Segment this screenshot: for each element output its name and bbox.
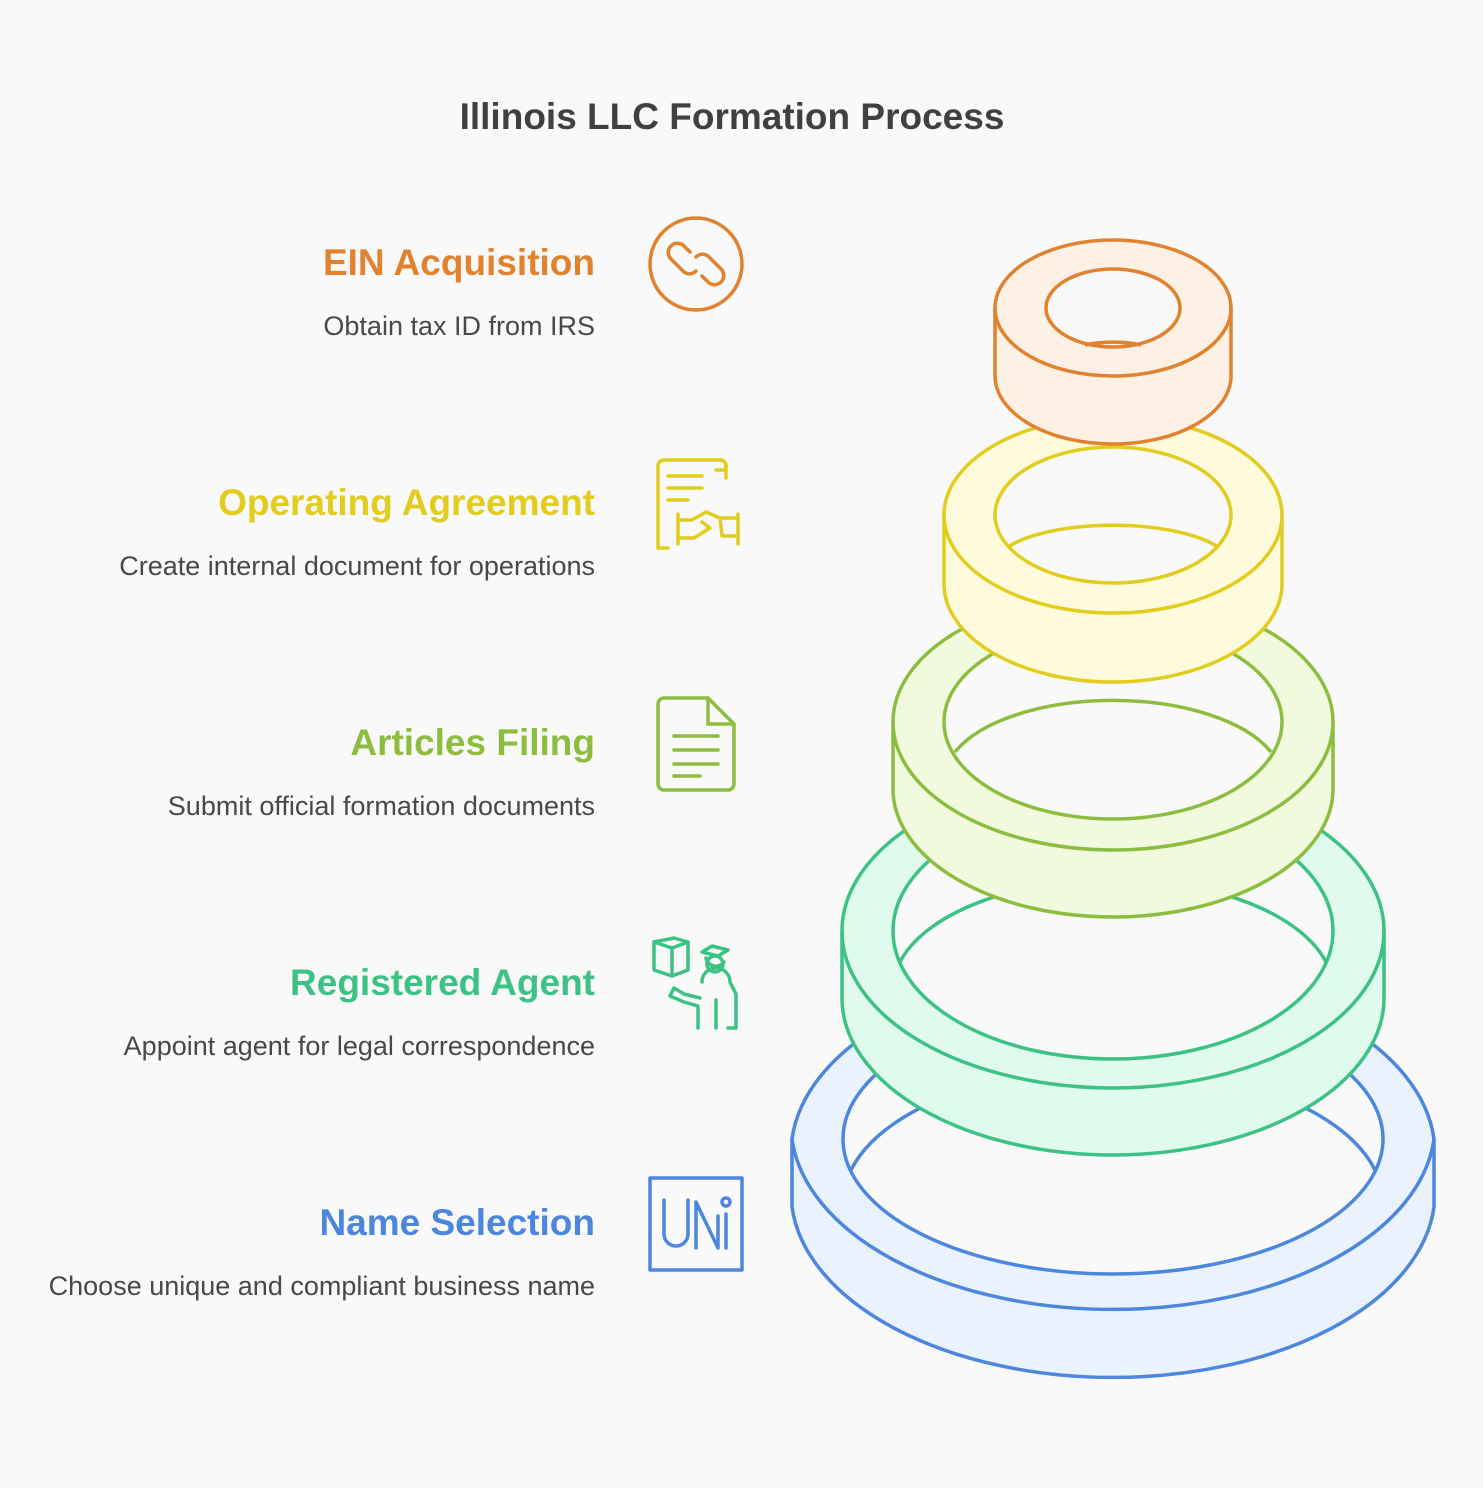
ring-operating-agreement xyxy=(942,415,1284,684)
step-name-selection: Name Selection Choose unique and complia… xyxy=(0,1200,595,1304)
step-description: Obtain tax ID from IRS xyxy=(323,311,595,341)
unique-name-icon xyxy=(640,1168,752,1280)
step-description: Submit official formation documents xyxy=(167,791,595,821)
step-articles-filing: Articles Filing Submit official formatio… xyxy=(0,720,595,824)
agreement-handshake-icon xyxy=(640,448,752,560)
step-title: EIN Acquisition xyxy=(322,242,595,283)
ring-articles-filing xyxy=(891,592,1335,919)
diagram-title: Illinois LLC Formation Process xyxy=(459,96,1005,137)
step-registered-agent: Registered Agent Appoint agent for legal… xyxy=(0,960,595,1064)
document-icon xyxy=(640,688,752,800)
step-description: Appoint agent for legal correspondence xyxy=(123,1031,595,1061)
link-icon xyxy=(640,208,752,320)
agent-person-icon xyxy=(640,928,752,1040)
step-operating-agreement: Operating Agreement Create internal docu… xyxy=(0,480,595,584)
step-ein-acquisition: EIN Acquisition Obtain tax ID from IRS xyxy=(0,240,595,344)
ring-ein-acquisition xyxy=(993,238,1233,446)
step-title: Name Selection xyxy=(319,1202,595,1243)
step-title: Operating Agreement xyxy=(218,482,595,523)
step-title: Registered Agent xyxy=(290,962,595,1003)
step-description: Create internal document for operations xyxy=(119,551,595,581)
step-title: Articles Filing xyxy=(350,722,595,763)
step-description: Choose unique and compliant business nam… xyxy=(48,1271,595,1301)
